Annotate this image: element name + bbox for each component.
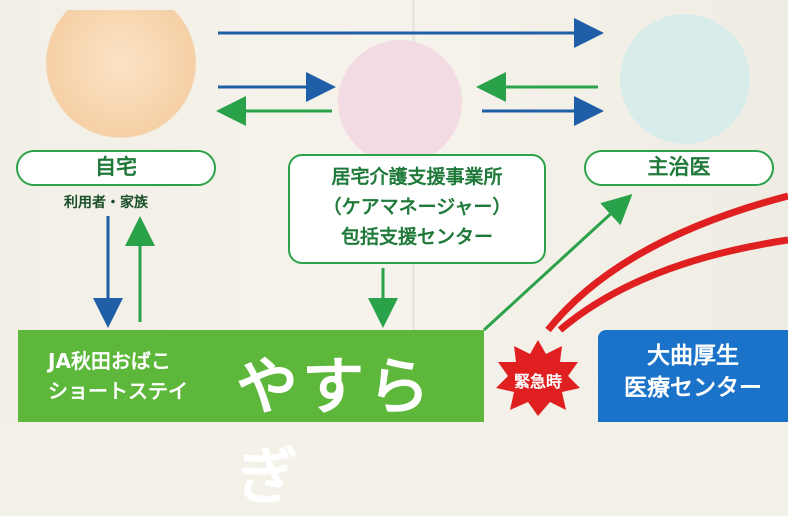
facility-box: JA秋田おばこ ショートステイ やすらぎ [18, 330, 484, 513]
red-curve-inner [557, 236, 788, 333]
arrow-facility-to-doctor [482, 193, 633, 332]
family-illustration [26, 10, 216, 142]
care-line1: 居宅介護支援事業所 [331, 166, 503, 188]
care-office-box: 居宅介護支援事業所 （ケアマネージャー） 包括支援センター [288, 154, 546, 264]
doctor-label-pill: 主治医 [584, 150, 774, 186]
facility-text: JA秋田おばこ ショートステイ [48, 346, 188, 406]
facility-type: ショートステイ [48, 379, 188, 403]
home-label-pill: 自宅 [16, 150, 216, 186]
facility-name: やすらぎ [236, 350, 435, 513]
burst-icon [496, 340, 580, 416]
flow-arrows [93, 18, 788, 333]
facility-org: JA秋田おばこ [48, 349, 171, 373]
care-line2: （ケアマネージャー） [322, 196, 512, 218]
hospital-line2: 医療センター [624, 375, 762, 401]
emergency-badge: 緊急時 [496, 340, 580, 416]
care-manager-illustration [338, 40, 462, 164]
home-sub: 利用者・家族 [64, 195, 148, 211]
doctor-illustration [620, 14, 750, 144]
doctor-label: 主治医 [647, 155, 711, 179]
emergency-label: 緊急時 [513, 372, 562, 391]
hospital-box: 大曲厚生 医療センター [598, 330, 788, 422]
hospital-line1: 大曲厚生 [647, 343, 739, 369]
care-line3: 包括支援センター [340, 226, 493, 248]
red-curve-outer [545, 192, 788, 333]
home-label: 自宅 [95, 155, 137, 179]
